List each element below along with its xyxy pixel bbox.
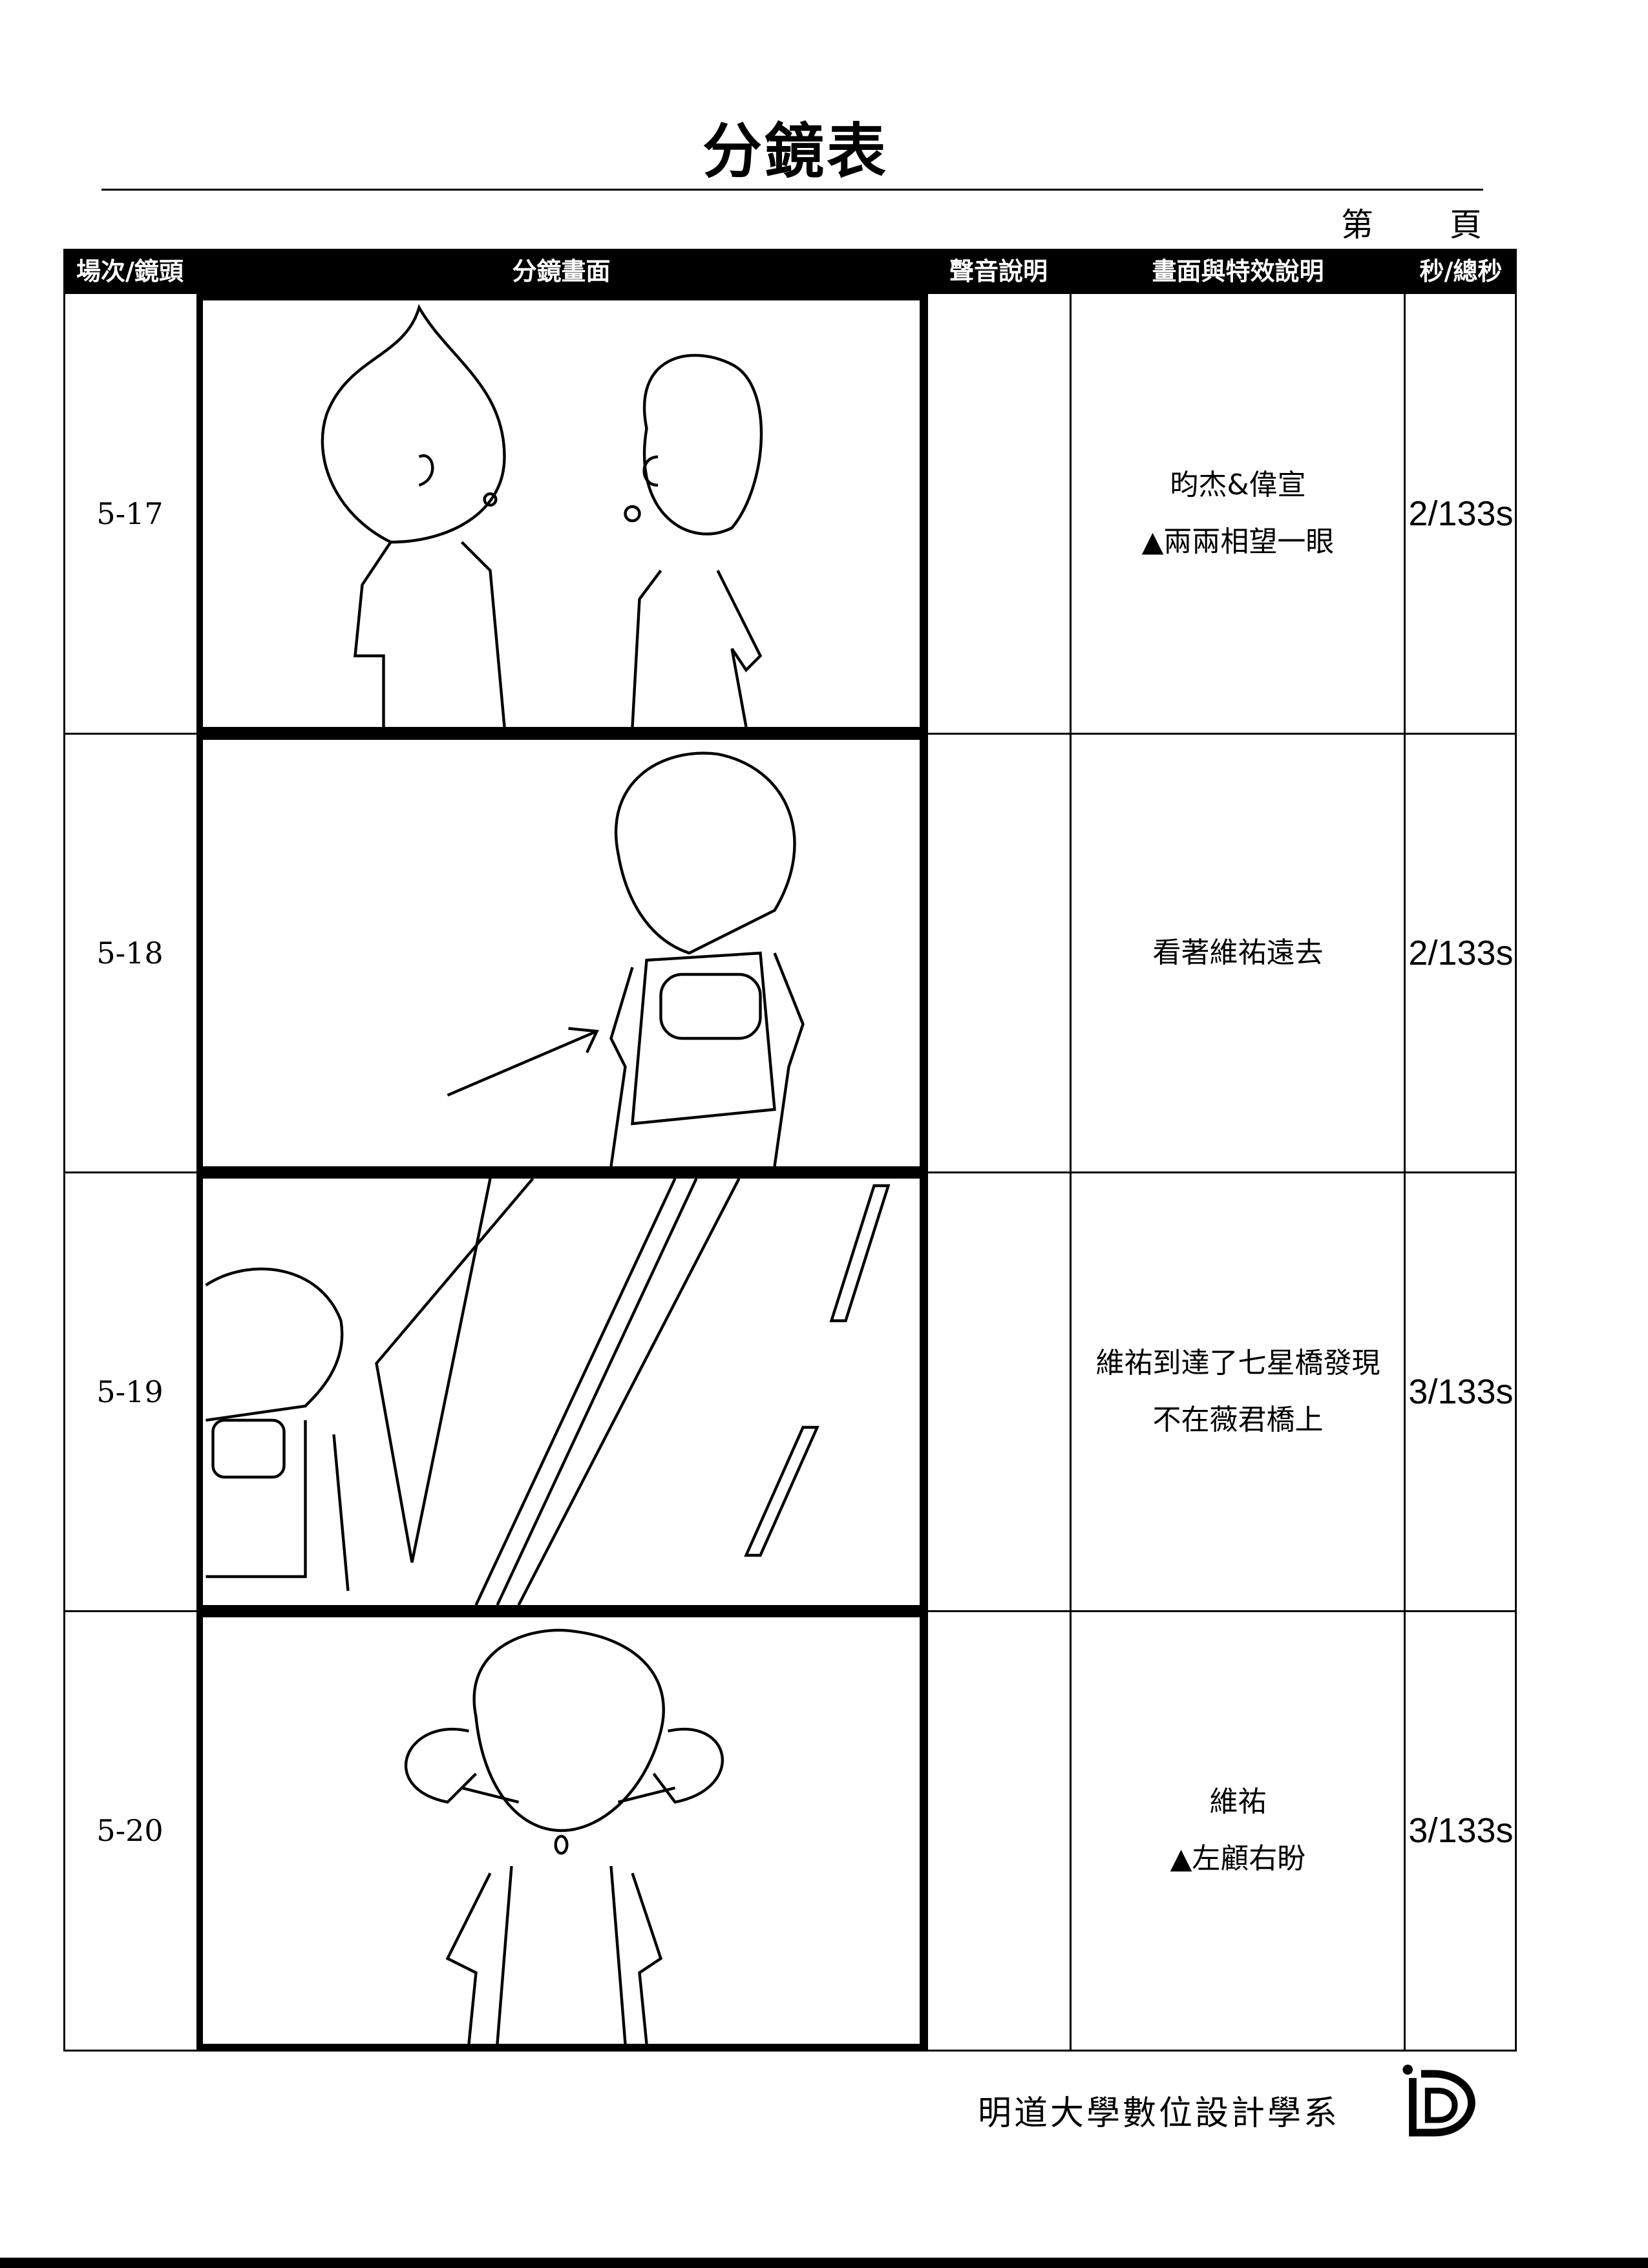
header-sound: 聲音說明: [949, 257, 1048, 286]
time-cell: 3/133s: [1408, 1372, 1514, 1411]
table-row: 5-20 維祐 ▲左顧右盼 3/133s: [63, 1611, 1517, 2050]
sketch-two-boys-facing: [321, 304, 763, 727]
description-cell: 昀杰&偉宣 ▲兩兩相望一眼: [1071, 294, 1405, 733]
storyboard-table: 5-17 昀杰&偉宣 ▲兩兩相望一眼 2/133s 5-18: [63, 294, 1517, 2052]
sketch-bridge-road: [205, 1179, 891, 1605]
logo-d-icon: [1402, 2064, 1475, 2137]
time-cell: 3/133s: [1408, 1811, 1514, 1850]
sound-cell: [926, 1172, 1071, 1612]
description-line: 維祐: [1209, 1785, 1267, 1818]
description-line: 看著維祐遠去: [1152, 936, 1324, 969]
description-line: 不在薇君橋上: [1152, 1403, 1324, 1436]
time-cell: 2/133s: [1408, 494, 1514, 533]
description-line: 昀杰&偉宣: [1170, 468, 1306, 501]
header-time: 秒/總秒: [1419, 257, 1503, 286]
scene-number: 5-18: [96, 936, 164, 971]
storyboard-frame: [196, 1611, 926, 2050]
sound-cell: [926, 1611, 1071, 2050]
time-cell: 2/133s: [1408, 934, 1514, 972]
title-divider: [101, 189, 1483, 191]
sound-cell: [926, 733, 1071, 1173]
scan-edge: [0, 2258, 1648, 2268]
page-label-prefix: 第: [1341, 206, 1373, 244]
table-row: 5-17 昀杰&偉宣 ▲兩兩相望一眼 2/133s: [63, 294, 1517, 733]
sketch-boy-walking-away: [447, 751, 805, 1166]
table-header: 場次/鏡頭 分鏡畫面 聲音說明 畫面與特效說明 秒/總秒: [63, 249, 1517, 294]
department-logo: [1396, 2061, 1480, 2145]
header-description: 畫面與特效說明: [1152, 257, 1324, 286]
description-line: 維祐到達了七星橋發現: [1095, 1347, 1380, 1380]
page-title: 分鏡表: [702, 117, 889, 186]
table-row: 5-19 維祐到達了七星橋發現 不在薇君橋上 3/133s: [63, 1172, 1517, 1612]
scene-number: 5-17: [96, 496, 164, 531]
description-line: ▲左顧右盼: [1170, 1842, 1306, 1875]
header-scene-shot: 場次/鏡頭: [76, 257, 184, 286]
row-line: [63, 2050, 1517, 2052]
scene-number: 5-19: [96, 1374, 164, 1409]
table-row: 5-18 看著維祐遠去 2/133s: [63, 733, 1517, 1173]
description-cell: 看著維祐遠去: [1071, 733, 1405, 1173]
description-cell: 維祐到達了七星橋發現 不在薇君橋上: [1071, 1172, 1405, 1612]
sound-cell: [926, 294, 1071, 733]
description-line: ▲兩兩相望一眼: [1141, 525, 1335, 558]
storyboard-frame: [196, 294, 926, 733]
scene-number: 5-20: [96, 1813, 164, 1848]
sketch-girl-looking-around: [404, 1628, 724, 2044]
storyboard-frame: [196, 1172, 926, 1612]
page-label-suffix: 頁: [1450, 206, 1482, 244]
header-frame: 分鏡畫面: [512, 257, 611, 286]
department-name: 明道大學數位設計學系: [978, 2094, 1340, 2133]
description-cell: 維祐 ▲左顧右盼: [1071, 1611, 1405, 2050]
storyboard-frame: [196, 733, 926, 1173]
